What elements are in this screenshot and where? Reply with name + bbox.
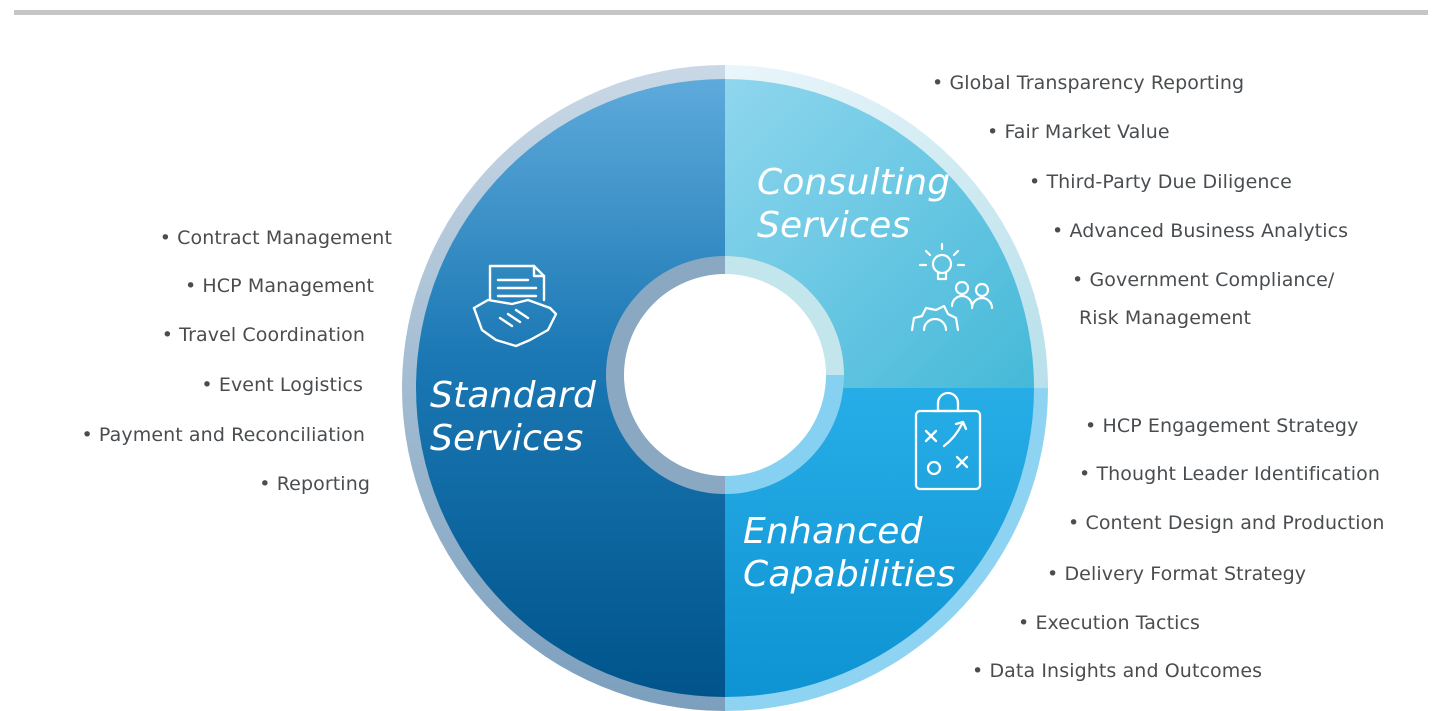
list-item: • Advanced Business Analytics bbox=[1052, 220, 1349, 242]
consulting-services-title: Consulting Services bbox=[757, 161, 950, 247]
list-item: Risk Management bbox=[1079, 307, 1252, 329]
standard-quadrant bbox=[416, 79, 725, 697]
list-item: • Travel Coordination bbox=[161, 324, 365, 346]
list-item: • Global Transparency Reporting bbox=[932, 72, 1245, 94]
list-item: • HCP Engagement Strategy bbox=[1085, 415, 1359, 437]
lightbulb-team-gear-icon bbox=[910, 242, 994, 332]
handshake-document-icon bbox=[472, 264, 558, 348]
list-item: • Event Logistics bbox=[201, 374, 363, 396]
list-item: • Payment and Reconciliation bbox=[81, 424, 365, 446]
list-item: • Delivery Format Strategy bbox=[1047, 563, 1307, 585]
list-item: • Fair Market Value bbox=[987, 121, 1170, 143]
list-item: • Third-Party Due Diligence bbox=[1029, 171, 1292, 193]
list-item: • Government Compliance/ bbox=[1072, 269, 1335, 291]
list-item: • Thought Leader Identification bbox=[1079, 463, 1381, 485]
standard-title-line1: Standard bbox=[430, 375, 597, 416]
enhanced-capabilities-title: Enhanced Capabilities bbox=[743, 510, 955, 596]
standard-title-line2: Services bbox=[430, 418, 584, 460]
enhanced-title-line2: Capabilities bbox=[743, 554, 956, 596]
top-divider bbox=[14, 10, 1428, 15]
list-item: • Reporting bbox=[259, 473, 370, 495]
list-item: • Execution Tactics bbox=[1018, 612, 1201, 634]
consulting-title-line1: Consulting bbox=[757, 162, 951, 203]
center-hole bbox=[624, 274, 826, 476]
list-item: • HCP Management bbox=[184, 275, 374, 297]
consulting-title-line2: Services bbox=[757, 205, 911, 247]
enhanced-title-line1: Enhanced bbox=[743, 511, 923, 552]
list-item: • Data Insights and Outcomes bbox=[972, 660, 1263, 682]
clipboard-strategy-icon bbox=[914, 391, 982, 491]
list-item: • Content Design and Production bbox=[1068, 512, 1385, 534]
list-item: • Contract Management bbox=[159, 227, 392, 249]
standard-services-title: Standard Services bbox=[430, 374, 596, 460]
